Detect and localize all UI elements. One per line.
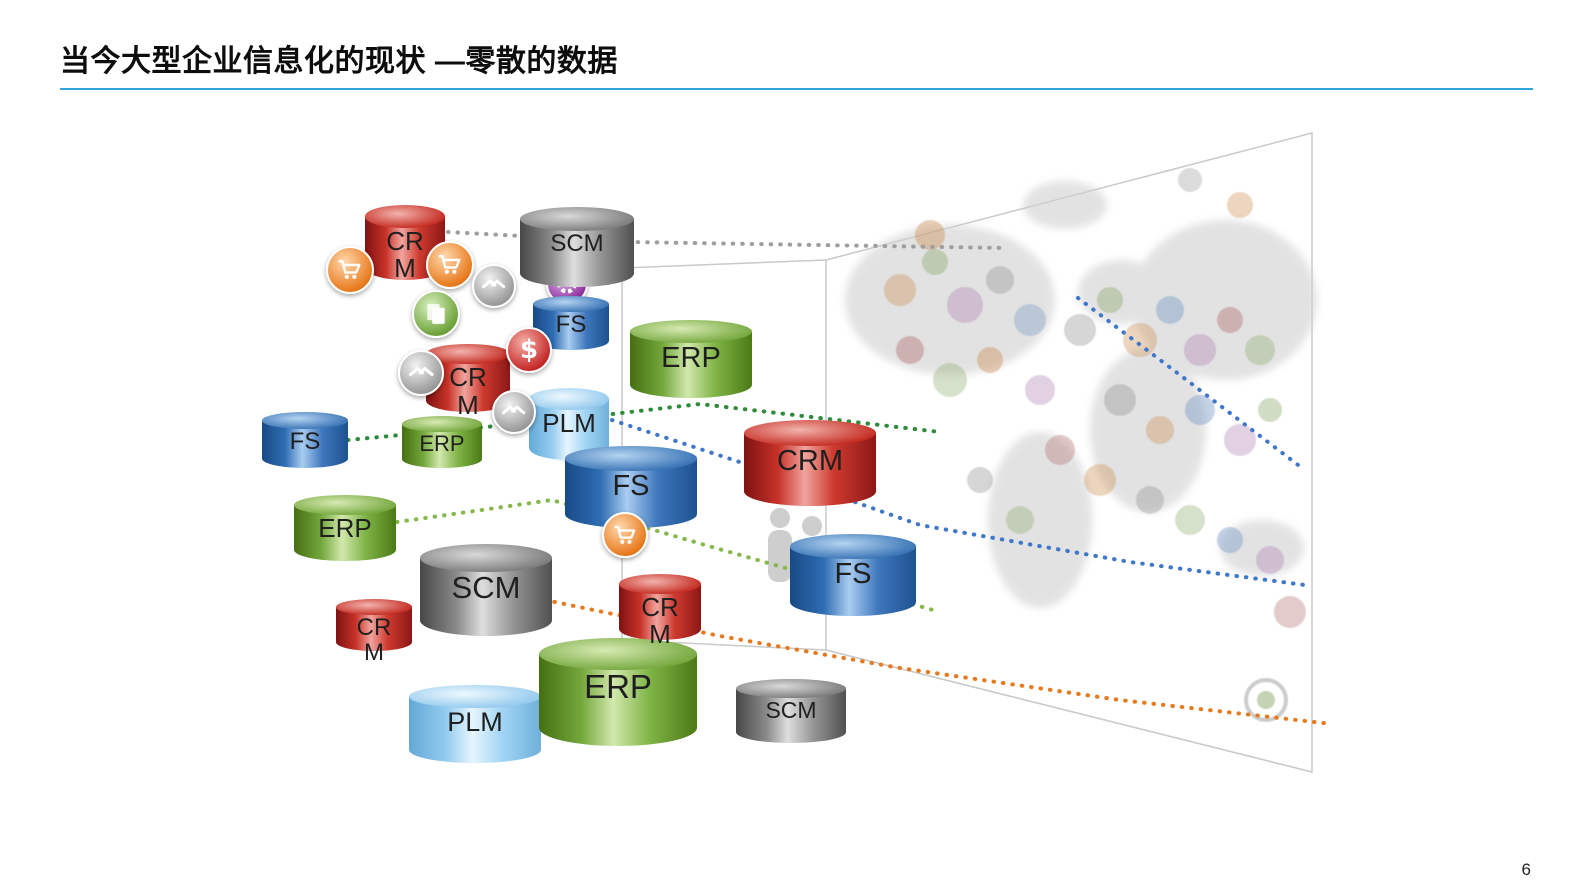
cylinder-label: CRM xyxy=(641,591,679,650)
cylinder-label: SCM xyxy=(765,697,817,724)
cylinder-cap xyxy=(294,495,396,515)
cylinder-cap xyxy=(402,416,482,432)
database-cylinder-erp: ERP xyxy=(630,320,752,398)
shopping-cart-icon xyxy=(602,512,648,558)
database-cylinder-erp: ERP xyxy=(402,416,482,468)
cylinder-cap xyxy=(426,344,510,365)
cylinder-label: FS xyxy=(555,311,587,339)
cylinder-cap xyxy=(533,296,609,313)
cylinder-label: CRM xyxy=(449,362,487,420)
dollar-glyph: $ xyxy=(519,335,539,365)
cylinder-cap xyxy=(539,638,697,671)
database-cylinder-scm: SCM xyxy=(520,207,634,287)
cylinder-label: FS xyxy=(834,557,872,590)
database-cylinder-erp: ERP xyxy=(539,638,697,746)
cylinder-cap xyxy=(262,412,348,429)
handshake-icon xyxy=(472,264,516,308)
handshake-icon xyxy=(492,390,536,434)
cylinder-cap xyxy=(744,420,876,446)
database-cylinder-crm: CRM xyxy=(619,574,701,648)
cylinder-cap xyxy=(630,320,752,344)
cylinder-cap xyxy=(529,388,609,410)
cylinder-label: PLM xyxy=(447,707,503,738)
cylinder-label: SCM xyxy=(451,569,521,605)
cylinder-cap xyxy=(420,544,552,572)
cylinder-label: CRM xyxy=(776,444,844,477)
handshake-icon xyxy=(398,350,444,396)
connection-line-blue-b xyxy=(1076,296,1304,470)
world-map xyxy=(845,181,1317,608)
cylinder-cap xyxy=(409,685,541,709)
cylinder-label: CRM xyxy=(386,225,424,284)
database-cylinder-scm: SCM xyxy=(736,679,846,743)
cylinder-cap xyxy=(790,534,916,559)
connection-line-orange xyxy=(543,598,1334,726)
database-cylinder-erp: ERP xyxy=(294,495,396,561)
title-underline xyxy=(60,88,1533,90)
cylinder-label: ERP xyxy=(584,668,652,706)
cylinder-cap xyxy=(619,574,701,594)
dollar-icon: $ xyxy=(506,327,552,373)
faded-icon-cluster xyxy=(884,168,1306,722)
database-cylinder-plm: PLM xyxy=(409,685,541,763)
page-number: 6 xyxy=(1521,860,1531,879)
database-cylinder-fs: FS xyxy=(533,296,609,350)
cylinder-label: SCM xyxy=(550,230,604,257)
cylinder-label: CRM xyxy=(356,613,392,667)
shopping-cart-icon xyxy=(426,241,474,289)
shopping-cart-icon xyxy=(326,246,374,294)
page-title: 当今大型企业信息化的现状 —零散的数据 xyxy=(60,45,618,78)
database-cylinder-crm: CRM xyxy=(336,599,412,665)
database-cylinder-crm: CRM xyxy=(744,420,876,506)
cylinder-cap xyxy=(736,679,846,699)
cylinder-label: ERP xyxy=(318,512,372,543)
cylinder-cap xyxy=(565,446,697,471)
cylinder-label: FS xyxy=(289,427,321,455)
cylinder-cap xyxy=(336,599,412,615)
cylinder-label: PLM xyxy=(542,407,596,438)
documents-icon xyxy=(412,290,460,338)
cylinder-label: ERP xyxy=(419,430,465,456)
cylinder-cap xyxy=(520,207,634,231)
cylinder-cap xyxy=(365,205,445,228)
database-cylinder-scm: SCM xyxy=(420,544,552,636)
connection-line-blue-a xyxy=(610,418,1307,587)
cylinder-label: ERP xyxy=(661,342,721,375)
cylinder-label: FS xyxy=(612,469,650,502)
database-cylinder-fs: FS xyxy=(262,412,348,468)
database-cylinder-fs: FS xyxy=(790,534,916,616)
